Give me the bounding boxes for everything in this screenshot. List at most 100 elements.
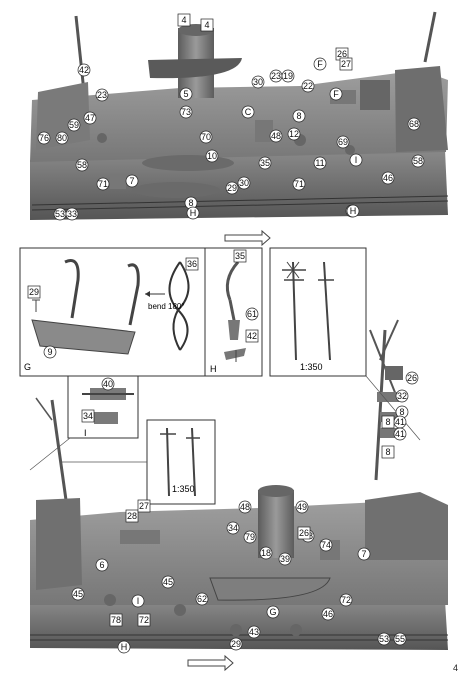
callout-text: 12: [289, 129, 299, 139]
callout-text: 35: [235, 251, 245, 261]
part-number-circle: 53: [377, 632, 391, 646]
part-number-circle: 5: [179, 87, 193, 101]
part-number-square: 28: [125, 509, 139, 523]
detail-reference-letter: F: [313, 57, 327, 71]
callout-text: 73: [181, 107, 191, 117]
part-number-circle: 33: [65, 207, 79, 221]
part-number-circle: 68: [407, 117, 421, 131]
part-number-square: 35: [233, 249, 247, 263]
callout-text: 30: [239, 178, 249, 188]
part-number-circle: 55: [393, 632, 407, 646]
part-number-circle: 43: [247, 625, 261, 639]
callout-text: 80: [57, 133, 67, 143]
callout-text: 11: [315, 158, 324, 168]
part-number-circle: 29: [229, 637, 243, 651]
part-number-square: 29: [27, 285, 41, 299]
callout-text: F: [317, 59, 323, 69]
callout-text: 45: [73, 589, 83, 599]
callout-text: I: [137, 596, 140, 606]
part-number-circle: 46: [381, 171, 395, 185]
direction-arrow-top: [224, 229, 271, 247]
part-number-square: 4: [177, 13, 191, 27]
detail-H-label: H: [210, 364, 217, 374]
callout-text: 46: [383, 173, 393, 183]
callout-text: 47: [85, 113, 95, 123]
callout-text: 79: [245, 532, 255, 542]
part-number-circle: 7: [125, 174, 139, 188]
callout-text: 7: [129, 176, 134, 186]
callout-text: 22: [303, 81, 313, 91]
detail-mast-scale: 1:350: [300, 362, 323, 372]
part-number-circle: 41: [393, 427, 407, 441]
callout-text: 30: [253, 77, 263, 87]
part-number-circle: 45: [71, 587, 85, 601]
callout-text: 70: [201, 132, 211, 142]
callout-text: 7: [361, 549, 366, 559]
callout-text: 48: [271, 131, 281, 141]
callout-text: 72: [341, 595, 351, 605]
part-number-circle: 48: [238, 500, 252, 514]
detail-panel-I: [67, 375, 139, 439]
part-number-square: 42: [245, 329, 259, 343]
part-number-circle: 34: [226, 521, 240, 535]
part-number-circle: 49: [295, 500, 309, 514]
detail-I-label: I: [84, 428, 87, 438]
callout-text: 53: [379, 634, 389, 644]
callout-text: 76: [39, 133, 49, 143]
right-mast-assembly: [369, 319, 403, 481]
callout-text: 27: [341, 59, 351, 69]
part-number-circle: 30: [251, 75, 265, 89]
callout-text: 29: [231, 639, 241, 649]
part-number-square: 34: [81, 409, 95, 423]
callout-text: H: [121, 642, 128, 652]
callout-text: 45: [163, 577, 173, 587]
part-number-circle: 48: [269, 129, 283, 143]
callout-text: 61: [247, 309, 257, 319]
callout-text: 8: [385, 447, 390, 457]
callout-text: 32: [397, 391, 407, 401]
callout-text: 34: [228, 523, 238, 533]
detail-panel-mast: [269, 247, 367, 377]
callout-text: 8: [385, 417, 390, 427]
callout-text: 4: [204, 20, 209, 30]
callout-text: 10: [207, 151, 217, 161]
part-number-circle: 26: [405, 371, 419, 385]
callout-text: 42: [79, 65, 89, 75]
callout-text: 23: [271, 71, 281, 81]
part-number-circle: 35: [258, 156, 272, 170]
callout-text: 34: [83, 411, 93, 421]
part-number-circle: 58: [75, 158, 89, 172]
callout-text: 4: [181, 15, 186, 25]
callout-text: 27: [139, 501, 149, 511]
part-number-circle: 73: [179, 105, 193, 119]
callout-text: 40: [103, 379, 113, 389]
part-number-circle: 72: [339, 593, 353, 607]
callout-text: 58: [77, 160, 87, 170]
callout-text: 53: [55, 209, 65, 219]
part-number-circle: 32: [395, 389, 409, 403]
part-number-circle: 47: [83, 111, 97, 125]
part-number-circle: 40: [101, 377, 115, 391]
part-number-circle: 8: [292, 109, 306, 123]
detail-mast-2-scale: 1:350: [172, 484, 195, 494]
callout-text: 26: [299, 528, 309, 538]
callout-text: H: [350, 206, 357, 216]
callout-text: G: [269, 607, 276, 617]
part-number-circle: 71: [96, 177, 110, 191]
part-number-circle: 22: [301, 79, 315, 93]
callout-text: C: [245, 107, 252, 117]
callout-text: 23: [97, 90, 107, 100]
callout-text: 55: [395, 634, 405, 644]
part-number-square: 27: [339, 57, 353, 71]
detail-panel-G-H: [19, 247, 263, 377]
bottom-ship-view: [30, 397, 448, 650]
detail-G-label: G: [24, 362, 32, 372]
part-number-square: 72: [137, 613, 151, 627]
part-number-square: 78: [109, 613, 123, 627]
callout-text: 58: [413, 156, 423, 166]
callout-text: 68: [409, 119, 419, 129]
part-number-circle: 70: [199, 130, 213, 144]
detail-reference-letter: F: [329, 87, 343, 101]
callout-text: 29: [227, 183, 237, 193]
